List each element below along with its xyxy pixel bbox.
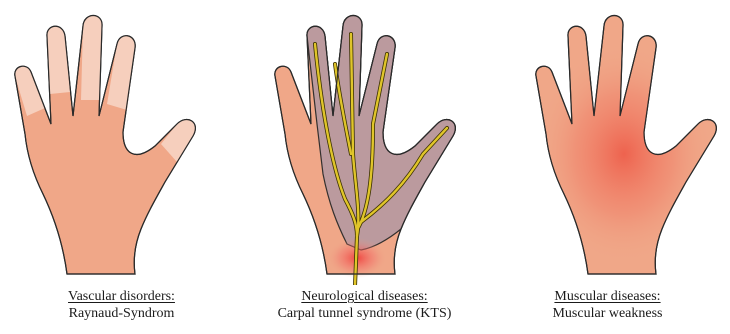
caption-muscular: Muscular diseases: Muscular weakness <box>486 288 729 322</box>
category-label: Neurological diseases: <box>243 288 486 305</box>
condition-label: Muscular weakness <box>486 305 729 322</box>
pale-finger-ring <box>81 16 102 101</box>
condition-label: Carpal tunnel syndrome (KTS) <box>243 305 486 322</box>
caption-vascular: Vascular disorders: Raynaud-Syndrom <box>0 288 243 322</box>
panel-neurological: Neurological diseases: Carpal tunnel syn… <box>243 0 486 334</box>
panel-vascular: Vascular disorders: Raynaud-Syndrom <box>0 0 243 334</box>
condition-label: Raynaud-Syndrom <box>0 305 243 322</box>
category-label: Muscular diseases: <box>486 288 729 305</box>
panel-muscular: Muscular diseases: Muscular weakness <box>486 0 729 334</box>
hand-vascular-illustration <box>0 0 243 285</box>
muscle-weakness-glow <box>534 44 714 264</box>
caption-neurological: Neurological diseases: Carpal tunnel syn… <box>243 288 486 322</box>
category-label: Vascular disorders: <box>0 288 243 305</box>
pale-finger-middle <box>47 26 70 94</box>
hand-nerve-illustration <box>243 0 486 285</box>
hand-muscle-illustration <box>486 0 729 285</box>
